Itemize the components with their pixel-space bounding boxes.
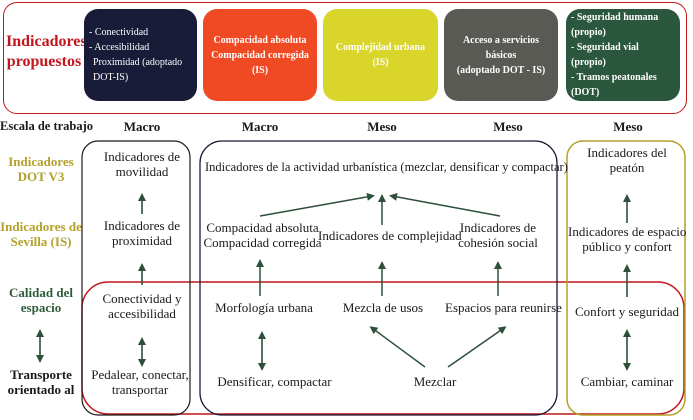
node-peaton: Indicadores del peatón bbox=[570, 145, 684, 176]
node-movilidad: Indicadores de movilidad bbox=[88, 149, 196, 180]
node-proximidad-line: Indicadores de bbox=[103, 218, 181, 233]
box-basic-services-line: Acceso a servicios básicos bbox=[462, 34, 540, 61]
node-mezclar: Mezclar bbox=[413, 374, 457, 389]
box-basic-services: Acceso a servicios básicos (adoptado DOT… bbox=[444, 9, 558, 101]
node-compacidad-line: Compacidad absoluta bbox=[206, 220, 319, 235]
col-meso-frame bbox=[566, 140, 686, 416]
box-connectivity-line: - Accesibilidad bbox=[89, 42, 150, 53]
node-pedalear-line: transportar bbox=[111, 381, 169, 397]
label-calidad-line: Calidad del bbox=[9, 285, 73, 300]
arrow-mezclar-espacios bbox=[447, 326, 507, 368]
label-transporte-line: Transporte bbox=[10, 367, 72, 382]
node-espacio-publico-line: público y confort bbox=[582, 238, 672, 254]
arrow-comp-top bbox=[259, 192, 375, 217]
box-compacity-line: Compacidad absoluta bbox=[213, 34, 307, 46]
box-complexity: Complejidad urbana (IS) bbox=[323, 9, 438, 101]
box-compacity: Compacidad absoluta Compacidad corregida… bbox=[203, 9, 317, 101]
node-compacidad: Compacidad absoluta Compacidad corregida bbox=[200, 220, 325, 251]
scale-header: Meso bbox=[367, 119, 397, 134]
node-cohesion: Indicadores de cohesión social bbox=[448, 220, 548, 251]
label-calidad: Calidad del espacio bbox=[0, 285, 82, 316]
label-escala: Escala de trabajo bbox=[0, 119, 94, 133]
box-connectivity: - Conectividad - Accesibilidad Proximida… bbox=[84, 9, 197, 101]
box-compacity-line: (IS) bbox=[251, 64, 269, 76]
label-transporte: Transporte orientado al bbox=[0, 367, 82, 398]
central-frame bbox=[199, 140, 558, 416]
label-sevilla: Indicadores de Sevilla (IS) bbox=[0, 219, 82, 250]
box-compacity-line: Compacidad corregida bbox=[211, 49, 309, 61]
node-conectividad-line: Conectividad y bbox=[102, 291, 182, 306]
node-movilidad-line: movilidad bbox=[115, 163, 169, 179]
node-mezcla-usos: Mezcla de usos bbox=[342, 300, 424, 315]
node-espacio-publico-line: Indicadores de espacio bbox=[568, 224, 687, 239]
box-safety-line: - Seguridad humana (propio) bbox=[571, 12, 659, 38]
node-cohesion-line: Indicadores de bbox=[459, 220, 537, 235]
proposed-indicators-frame bbox=[3, 2, 687, 114]
label-dot-v3-line: Indicadores bbox=[8, 154, 74, 169]
scale-header: Macro bbox=[123, 119, 161, 134]
label-transporte-line: orientado al bbox=[7, 381, 75, 397]
node-pedalear-line: Pedalear, conectar, bbox=[91, 367, 189, 382]
node-confort-seguridad: Confort y seguridad bbox=[575, 304, 679, 319]
node-actividad-urbanistica: Indicadores de la actividad urbanística … bbox=[205, 160, 568, 174]
node-proximidad: Indicadores de proximidad bbox=[88, 218, 196, 249]
node-compacidad-line: Compacidad corregida bbox=[203, 234, 322, 250]
box-connectivity-line: Proximidad (adoptado DOT-IS) bbox=[93, 57, 183, 83]
arrow-mezclar-mezcla bbox=[369, 326, 426, 368]
node-complejidad: Indicadores de complejidad bbox=[318, 228, 462, 243]
scale-header: Meso bbox=[613, 119, 643, 134]
label-dot-v3-line: DOT V3 bbox=[17, 168, 65, 184]
node-peaton-line: Indicadores del bbox=[587, 145, 667, 160]
node-cohesion-line: cohesión social bbox=[458, 234, 538, 250]
node-movilidad-line: Indicadores de bbox=[103, 149, 181, 164]
box-complexity-line: Complejidad urbana (IS) bbox=[335, 42, 426, 68]
node-conectividad: Conectividad y accesibilidad bbox=[88, 291, 196, 322]
proposed-indicators-title: Indicadores propuestos bbox=[6, 33, 87, 70]
box-safety: - Seguridad humana (propio) - Seguridad … bbox=[566, 9, 680, 101]
box-connectivity-line: - Conectividad bbox=[89, 27, 149, 38]
arrow-cohes-top bbox=[389, 192, 501, 217]
node-espacios-reunirse: Espacios para reunirse bbox=[445, 300, 562, 315]
scale-header: Meso bbox=[493, 119, 523, 134]
label-sevilla-line: Indicadores de bbox=[0, 219, 82, 234]
node-conectividad-line: accesibilidad bbox=[108, 305, 176, 321]
col-macro-frame bbox=[81, 140, 191, 416]
box-safety-line: - Seguridad vial (propio) bbox=[571, 42, 639, 68]
node-peaton-line: peatón bbox=[609, 159, 645, 175]
node-morfologia: Morfología urbana bbox=[215, 300, 313, 315]
label-dot-v3: Indicadores DOT V3 bbox=[0, 154, 82, 185]
node-espacio-publico: Indicadores de espacio público y confort bbox=[568, 224, 687, 255]
node-pedalear: Pedalear, conectar, transportar bbox=[84, 367, 196, 398]
label-calidad-line: espacio bbox=[20, 299, 62, 315]
node-cambiar-caminar: Cambiar, caminar bbox=[580, 374, 674, 389]
label-sevilla-line: Sevilla (IS) bbox=[10, 233, 72, 249]
box-safety-line: - Tramos peatonales (DOT) bbox=[571, 72, 657, 98]
scale-header: Macro bbox=[241, 119, 279, 134]
node-proximidad-line: proximidad bbox=[112, 232, 172, 248]
node-densificar: Densificar, compactar bbox=[217, 374, 332, 389]
box-basic-services-line: (adoptado DOT - IS) bbox=[456, 64, 546, 76]
